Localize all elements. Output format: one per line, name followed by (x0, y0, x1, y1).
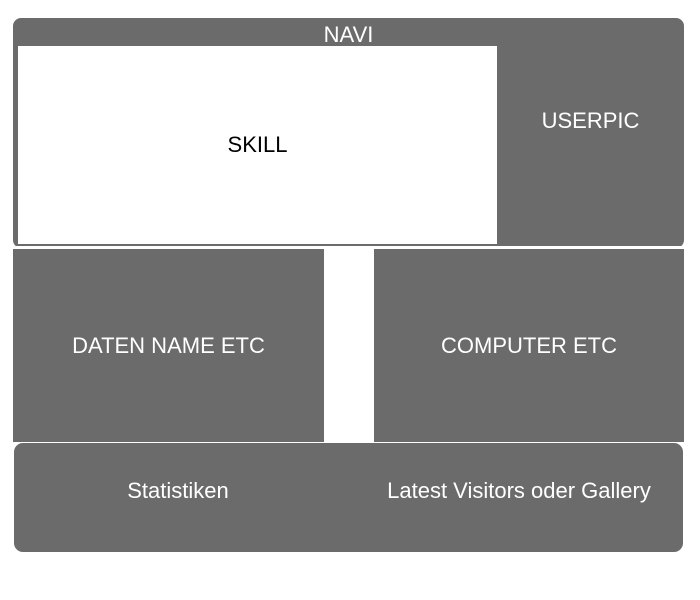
daten-panel: DATEN NAME ETC (13, 249, 324, 442)
daten-label: DATEN NAME ETC (72, 332, 265, 358)
userpic-label: USERPIC (541, 108, 640, 133)
navi-label: NAVI (323, 22, 374, 47)
computer-panel: COMPUTER ETC (374, 249, 684, 442)
header-divider (13, 246, 684, 248)
footer-block: Statistiken Latest Visitors oder Gallery (13, 442, 684, 553)
skill-panel: SKILL (18, 46, 497, 244)
computer-label: COMPUTER ETC (441, 332, 617, 358)
visitors-label: Latest Visitors oder Gallery (387, 478, 651, 503)
statistiken-label: Statistiken (127, 478, 229, 503)
skill-label: SKILL (227, 132, 288, 157)
userpic-panel: USERPIC (497, 46, 684, 196)
